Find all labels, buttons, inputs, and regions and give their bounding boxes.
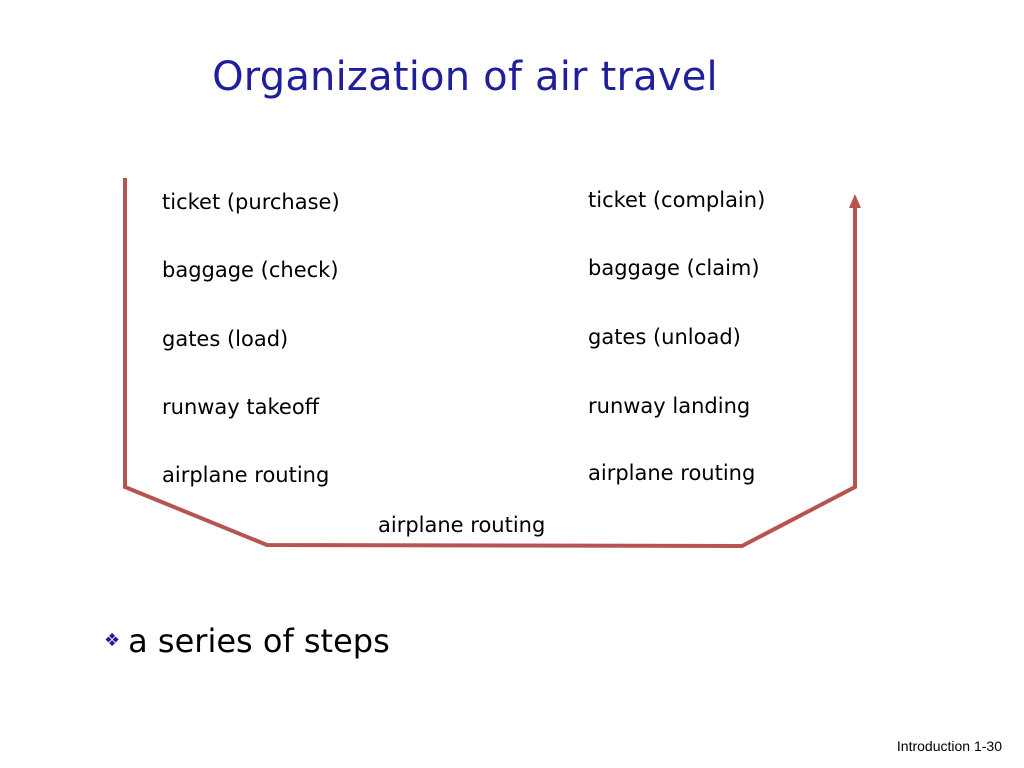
departure-step-4: runway takeoff [162,395,320,419]
bullet-item: ❖ a series of steps [104,622,390,660]
departure-step-1: ticket (purchase) [162,190,340,214]
arrival-step-4: runway landing [588,394,751,418]
departure-step-3: gates (load) [162,327,289,351]
arrival-step-2: baggage (claim) [588,256,760,280]
arrival-step-1: ticket (complain) [588,188,766,212]
departure-step-2: baggage (check) [162,258,339,282]
departure-step-5: airplane routing [162,463,330,487]
transit-step: airplane routing [378,513,546,537]
bullet-text: a series of steps [128,622,390,660]
arrival-step-3: gates (unload) [588,325,741,349]
flow-path-line [123,178,857,549]
arrival-step-5: airplane routing [588,461,756,485]
slide-footer: Introduction 1-30 [896,738,1002,754]
diamond-bullet-icon: ❖ [104,630,121,651]
slide-title: Organization of air travel [212,54,718,100]
flow-arrowhead-icon [849,194,861,208]
